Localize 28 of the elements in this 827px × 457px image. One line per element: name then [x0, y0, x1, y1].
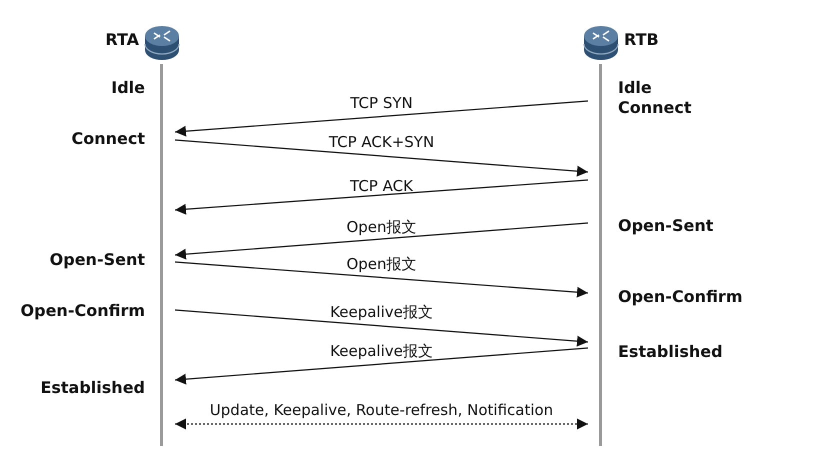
edge-label: TCP ACK [350, 177, 413, 195]
state-label: Idle [111, 78, 145, 97]
message-arrow [174, 222, 588, 260]
state-label: Open-Confirm [20, 301, 145, 320]
message-arrow [174, 139, 588, 177]
message-arrow [174, 179, 588, 215]
message-arrow [175, 418, 588, 430]
state-label: Connect [618, 98, 692, 117]
edge-label: Update, Keepalive, Route-refresh, Notification [210, 401, 554, 419]
state-label: Open-Sent [618, 216, 714, 235]
router-name: RTA [105, 30, 139, 49]
edge-label: TCP ACK+SYN [328, 133, 434, 151]
edge-label: Open报文 [346, 255, 417, 273]
message-arrow [174, 261, 588, 298]
state-label: Open-Sent [50, 250, 145, 269]
message-arrow [174, 347, 588, 385]
edge-label: Keepalive报文 [330, 342, 433, 360]
router-name: RTB [624, 30, 659, 49]
state-label: Idle [618, 78, 652, 97]
state-label: Established [40, 378, 145, 397]
edge-label: Open报文 [346, 218, 417, 236]
message-arrow [174, 309, 588, 347]
edge-label: TCP SYN [350, 94, 413, 112]
state-label: Open-Confirm [618, 287, 742, 306]
state-label: Connect [72, 129, 145, 148]
message-arrow [174, 100, 588, 137]
edge-label: Keepalive报文 [330, 303, 433, 321]
state-label: Established [618, 342, 723, 361]
